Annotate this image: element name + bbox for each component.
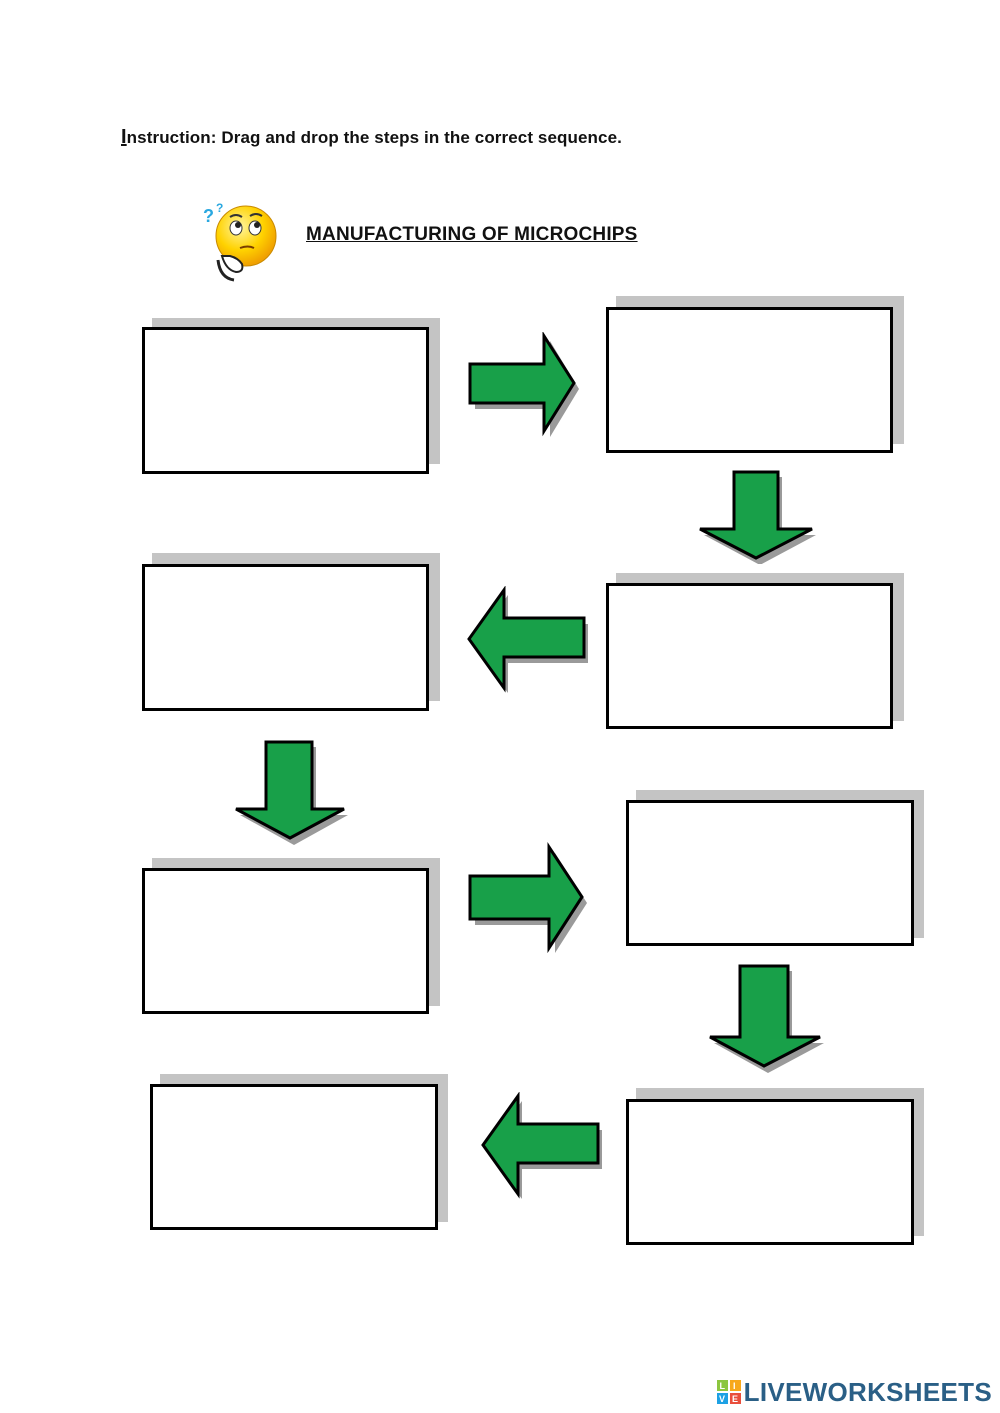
step-box[interactable]	[606, 307, 893, 453]
arrow-right-icon	[468, 842, 587, 954]
arrow-down-icon	[709, 964, 824, 1073]
arrow-down-icon	[699, 470, 816, 564]
arrow-left-icon	[481, 1092, 602, 1199]
step-box[interactable]	[626, 800, 914, 946]
svg-text:I: I	[733, 1381, 736, 1391]
liveworksheets-brand[interactable]: L I V E LIVEWORKSHEETS	[716, 1377, 992, 1407]
instruction-text: Instruction: Drag and drop the steps in …	[121, 126, 622, 149]
page-title: MANUFACTURING OF MICROCHIPS	[306, 224, 638, 245]
thinking-face-icon: ? ?	[203, 201, 277, 282]
step-box[interactable]	[142, 327, 429, 474]
liveworksheets-logo-icon: L I V E	[716, 1380, 741, 1404]
svg-text:?: ?	[203, 206, 214, 226]
arrow-right-icon	[468, 332, 579, 437]
arrow-down-icon	[235, 740, 348, 845]
step-box[interactable]	[142, 564, 429, 711]
step-box[interactable]	[626, 1099, 914, 1245]
svg-text:V: V	[719, 1394, 725, 1404]
instruction-first-letter: I	[121, 126, 127, 148]
instruction-rest: nstruction: Drag and drop the steps in t…	[126, 128, 622, 147]
brand-text: LIVEWORKSHEETS	[743, 1376, 992, 1407]
step-box[interactable]	[606, 583, 893, 729]
step-box[interactable]	[142, 868, 429, 1014]
svg-text:?: ?	[216, 201, 223, 215]
arrow-left-icon	[467, 586, 588, 693]
step-box[interactable]	[150, 1084, 438, 1230]
svg-text:E: E	[732, 1394, 738, 1404]
svg-text:L: L	[719, 1381, 725, 1391]
